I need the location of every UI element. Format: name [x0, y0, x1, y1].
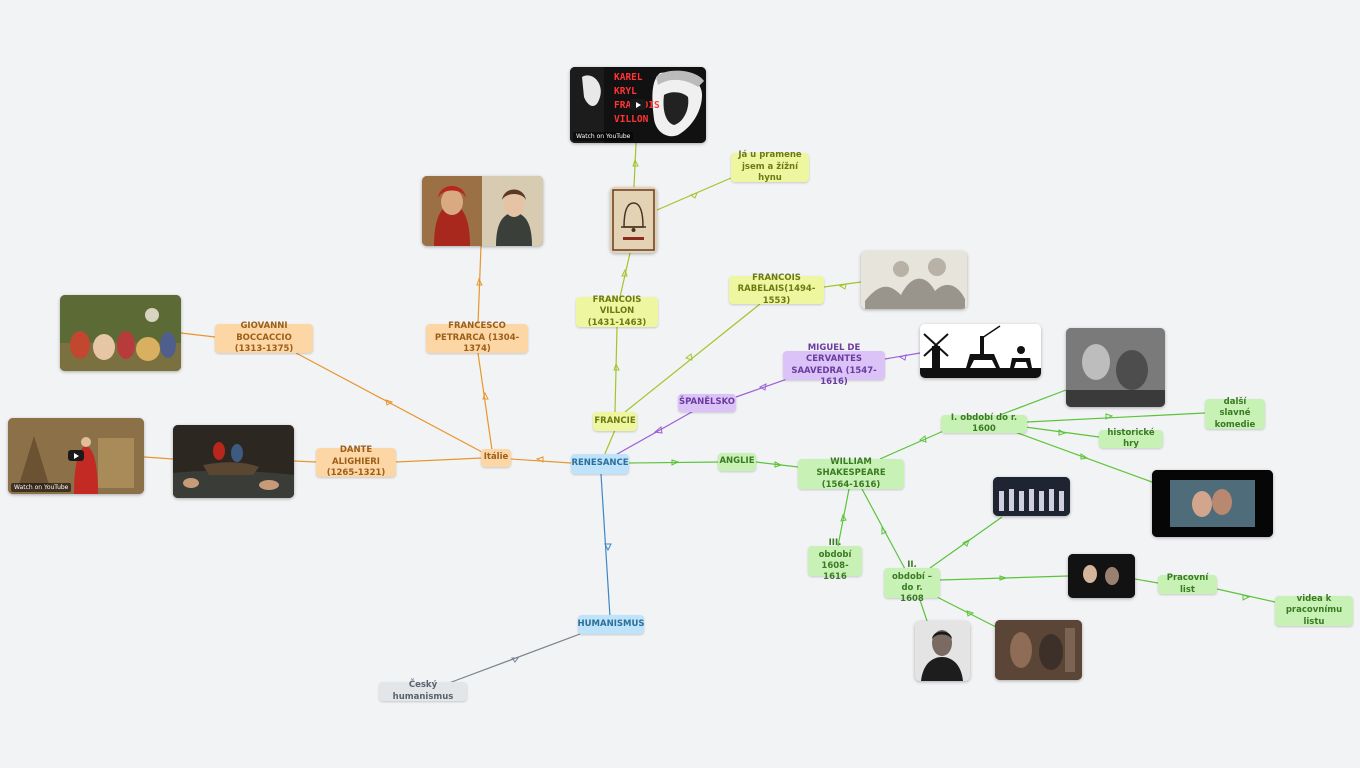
shakespeare-period1-photo[interactable]	[1066, 328, 1165, 407]
edge-period2-still	[939, 575, 1069, 581]
edge-rabelais-image	[823, 281, 862, 288]
edge-center-spain	[611, 403, 707, 458]
node-humanismus[interactable]: HUMANISMUS	[578, 615, 644, 634]
edge-villon-book	[619, 252, 631, 298]
edge-period1-romeo	[1014, 431, 1153, 483]
node-historical-plays[interactable]: historické hry	[1099, 428, 1163, 449]
node-petrarca[interactable]: FRANCESCO PETRARCA (1304-1374)	[426, 321, 528, 354]
edge-france-rabelais	[624, 303, 761, 413]
node-villon[interactable]: FRANCOIS VILLON (1431-1463)	[576, 295, 658, 328]
edge-italy-dante	[395, 457, 483, 463]
actor-portrait[interactable]	[915, 621, 970, 681]
boccaccio-decameron-painting[interactable]	[60, 295, 181, 371]
engraving-illustration	[861, 251, 967, 309]
edge-boccaccio-painting	[180, 332, 216, 338]
edge-spain-cervantes	[735, 377, 791, 398]
ensemble-stage-photo[interactable]	[993, 477, 1070, 516]
edge-dante-video	[143, 456, 174, 460]
edge-period2-ensemble	[929, 516, 1003, 569]
node-period3[interactable]: III. období 1608-1616	[808, 538, 862, 582]
youtube-badge[interactable]: Watch on YouTube	[573, 132, 634, 141]
edge-italy-petrarca	[477, 352, 493, 451]
edge-center-france	[603, 429, 616, 457]
node-cesky-humanismus[interactable]: Český humanismus	[379, 680, 467, 702]
edge-book-video	[633, 142, 637, 188]
edge-dante-painting	[293, 460, 317, 463]
romeo-juliet-still[interactable]	[1152, 470, 1273, 537]
villon-video-thumbnail[interactable]: KAREL KRYL FRANCOIS VILLON Watch on YouT…	[570, 67, 706, 143]
film-still-illustration	[1066, 328, 1165, 407]
node-period2[interactable]: II. období – do r. 1608	[884, 560, 940, 604]
node-italie[interactable]: Itálie	[481, 449, 511, 467]
scene-illustration	[995, 620, 1082, 680]
hamlet-still[interactable]	[1068, 554, 1135, 598]
youtube-badge[interactable]: Watch on YouTube	[11, 483, 72, 492]
node-dante[interactable]: DANTE ALIGHIERI (1265-1321)	[316, 445, 396, 478]
edge-italy-boccaccio	[295, 352, 483, 453]
edge-period1-comedies	[1026, 412, 1206, 423]
petrarca-laura-portraits[interactable]	[422, 176, 543, 246]
windmill-horse-illustration	[920, 324, 1041, 378]
rabelais-engraving[interactable]	[861, 251, 967, 309]
edge-shakespeare-period3	[837, 488, 850, 547]
stage-illustration	[993, 477, 1070, 516]
edge-shakespeare-period1	[879, 428, 949, 460]
edge-center-england	[627, 461, 722, 464]
dante-boat-illustration	[173, 425, 294, 498]
node-shakespeare[interactable]: WILLIAM SHAKESPEARE (1564-1616)	[798, 457, 904, 490]
node-francie[interactable]: FRANCIE	[593, 412, 637, 431]
play-icon[interactable]	[630, 99, 646, 110]
edge-anglie-shakespeare	[755, 461, 799, 468]
hamlet-illustration	[1068, 554, 1135, 598]
node-cervantes[interactable]: MIGUEL DE CERVANTES SAAVEDRA (1547-1616)	[783, 343, 885, 387]
edge-period1-photo	[999, 389, 1067, 416]
node-renesance[interactable]: RENESANCE	[571, 454, 629, 474]
dante-video-thumbnail[interactable]: Watch on YouTube	[8, 418, 144, 494]
node-anglie[interactable]: ANGLIE	[718, 453, 756, 471]
node-villon-poem[interactable]: Já u pramene jsem a žížní hynu	[731, 150, 809, 183]
villon-book-cover[interactable]	[610, 187, 657, 253]
node-spanelsko[interactable]: ŠPANĚLSKO	[678, 394, 736, 412]
node-boccaccio[interactable]: GIOVANNI BOCCACCIO (1313-1375)	[215, 321, 313, 354]
node-period1[interactable]: I. období do r. 1600	[941, 413, 1027, 434]
edge-period2-scene	[934, 595, 997, 628]
don-quixote-silhouette[interactable]	[920, 324, 1041, 378]
edge-period2-portrait	[918, 596, 928, 622]
dante-barque-painting[interactable]	[173, 425, 294, 498]
node-other-comedies[interactable]: další slavné komedie	[1205, 397, 1265, 430]
garden-scene-illustration	[60, 295, 181, 371]
bell-illustration	[612, 189, 655, 251]
edge-still-worksheet	[1134, 578, 1159, 584]
portrait-illustration	[422, 176, 543, 246]
macbeth-scene[interactable]	[995, 620, 1082, 680]
node-worksheet-videos[interactable]: videa k pracovnímu listu	[1275, 594, 1353, 627]
portrait-illustration	[915, 621, 970, 681]
node-worksheet[interactable]: Pracovní list	[1158, 573, 1217, 595]
play-icon[interactable]	[68, 450, 84, 461]
node-rabelais[interactable]: FRANCOIS RABELAIS(1494-1553)	[729, 273, 824, 306]
couple-scene-illustration	[1152, 470, 1273, 537]
